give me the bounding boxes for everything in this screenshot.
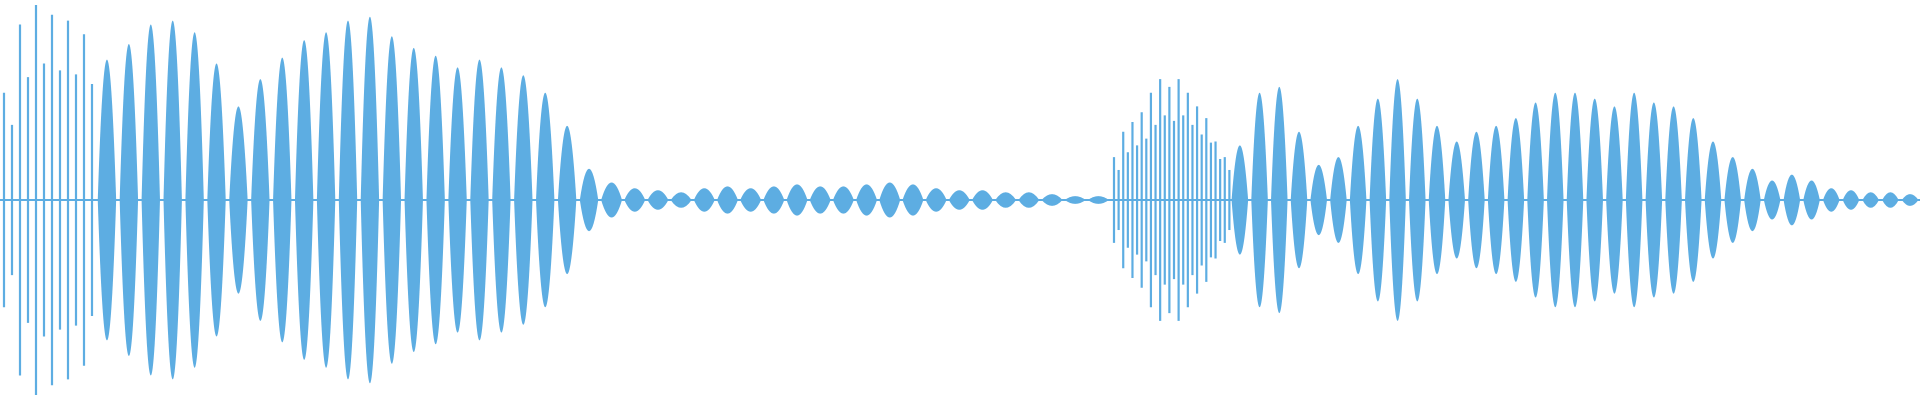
waveform-peak [1428,125,1446,275]
waveform-peak [163,20,182,380]
waveform-peak [1507,118,1525,282]
waveform-peak [119,44,139,356]
waveform-tail-peak [948,190,970,210]
waveform-peak [579,168,599,232]
waveform-peak [1231,145,1249,255]
waveform-peak [470,59,489,341]
waveform-tail-peak [972,190,993,210]
waveform-peak [448,67,467,333]
waveform-peak [338,20,358,380]
waveform-peak [207,63,226,337]
waveform-peak [1586,98,1603,302]
waveform-peak [1487,125,1505,275]
waveform-tail-peak [832,186,854,214]
waveform-tail-peak [763,186,785,214]
waveform-tail-peak [856,184,878,216]
waveform-peak [1389,79,1406,321]
waveform-peak [316,32,336,368]
waveform-tail-peak [1064,196,1086,204]
waveform-peak [514,75,533,325]
waveform-peak [97,59,117,341]
waveform-tail-peak [670,192,692,208]
waveform-tail-peak [995,192,1017,208]
waveform-peak [382,36,402,364]
waveform-tail-peak [809,186,831,214]
waveform-tail-peak [693,188,715,212]
waveform-peak [1290,131,1308,269]
waveform-peak [492,67,511,333]
waveform-peak [141,24,160,376]
waveform-peak [1349,125,1367,275]
waveform-peak [1310,164,1327,236]
waveform-peak [229,106,248,294]
waveform-peak [1625,92,1643,308]
waveform-peak [1763,180,1781,220]
waveform-peak [1901,194,1919,206]
waveform-tail-peak [1018,192,1040,208]
waveform-tail-peak [879,182,901,218]
waveform-peak [185,32,204,368]
waveform-peak [1704,141,1722,259]
waveform-tail-peak [786,184,808,216]
waveform-tail-peak [902,184,924,216]
waveform-peak [1882,192,1899,208]
waveform-peak [294,40,314,360]
waveform-peak [1862,192,1879,208]
waveform-peak [426,55,445,345]
waveform-tail-peak [740,188,762,212]
waveform-peak [1547,92,1564,308]
waveform-tail-peak [717,186,738,214]
waveform-segment-second-burst [1112,79,1919,321]
waveform-peak [1409,98,1426,302]
waveform-peak [1448,141,1465,259]
waveform-peak [1724,157,1741,243]
waveform-peak [1468,131,1485,269]
waveform-peak [536,92,555,308]
waveform-peak [1271,86,1288,314]
waveform-tail-peak [925,188,947,212]
waveform-peak [360,16,380,384]
waveform-peak [1803,180,1820,220]
waveform-peak [1527,102,1544,298]
waveform-peak [251,79,270,321]
waveform-tail-peak [1087,196,1109,204]
waveform-peak [1744,168,1761,232]
waveform-segment-first-burst [2,5,1109,395]
waveform-tail-peak [1041,194,1063,206]
waveform-peak [1842,190,1860,210]
waveform-peak [1783,174,1801,226]
waveform-tail-peak [647,190,669,210]
waveform-peak [557,125,577,275]
waveform-peak [1685,118,1702,282]
waveform-peak [273,57,292,343]
waveform-peak [1330,157,1347,243]
waveform-peak [1566,92,1584,308]
waveform-tail-peak [624,188,646,212]
waveform-peak [1251,92,1268,308]
waveform-peak [1606,106,1623,294]
waveform-peak [1665,106,1682,294]
waveform-peak [1645,102,1663,298]
waveform-peak [404,47,423,353]
waveform-peak [1369,98,1387,302]
waveform-tail-peak [601,182,623,218]
waveform-peak [1823,188,1840,212]
